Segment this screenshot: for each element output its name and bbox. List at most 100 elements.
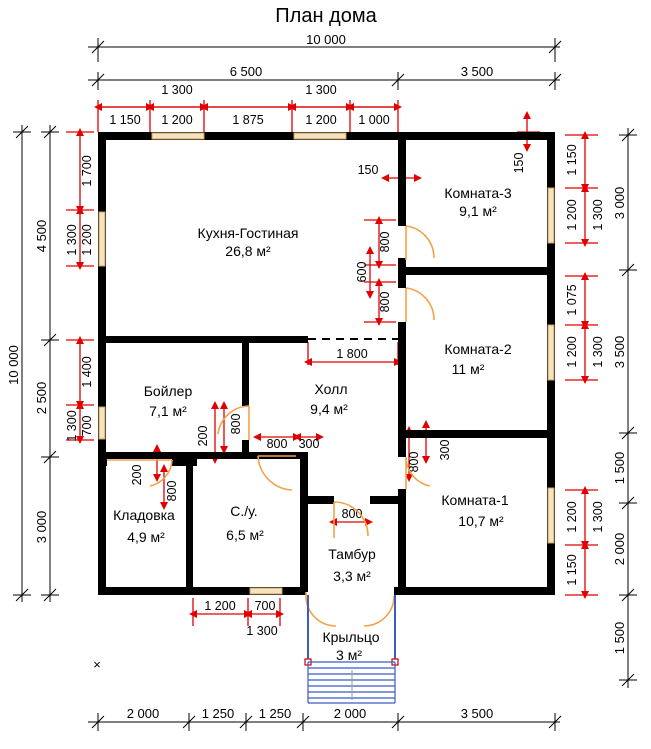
dim-right-1300: 1 300 xyxy=(591,199,605,230)
dim-wall-300-b: 300 xyxy=(438,440,452,461)
room-tambour-area: 3,3 м² xyxy=(333,568,371,584)
room-porch-area: 3 м² xyxy=(336,647,362,663)
dim-top-1200-a: 1 200 xyxy=(161,113,192,127)
dim-left-3: 3 000 xyxy=(34,511,49,544)
windows xyxy=(98,132,555,595)
door-entry-right xyxy=(363,595,395,627)
dim-opening-1800: 1 800 xyxy=(336,347,367,361)
room-labels: Кухня-Гостиная 26,8 м² Комната-3 9,1 м² … xyxy=(113,185,512,663)
room-1-area: 10,7 м² xyxy=(458,513,504,529)
room-porch-name: Крыльцо xyxy=(322,629,379,645)
window-room1 xyxy=(547,487,555,544)
dim-wall-150-b: 150 xyxy=(512,153,526,174)
room-3-area: 9,1 м² xyxy=(459,203,497,219)
door-room3 xyxy=(405,225,435,260)
room-tambour-name: Тамбур xyxy=(328,546,376,562)
room-2-area: 11 м² xyxy=(452,361,485,377)
dim-top-1300-b: 1 300 xyxy=(305,83,336,97)
dim-right-5: 1 500 xyxy=(612,622,627,655)
dim-top-1875: 1 875 xyxy=(232,113,263,127)
dim-width-left: 6 500 xyxy=(230,64,263,79)
room-storage-name: Кладовка xyxy=(113,507,175,523)
window-kitchen-top-1 xyxy=(151,132,205,140)
dim-wall-200-b: 200 xyxy=(130,465,144,486)
window-wc-bottom xyxy=(249,587,283,595)
dim-left-1400: 1 400 xyxy=(80,356,94,387)
dim-left-1: 4 500 xyxy=(34,220,49,253)
dim-right-1300-b: 1 300 xyxy=(591,336,605,367)
dim-bottom-1300: 1 300 xyxy=(246,624,277,638)
dim-bottom-1200: 1 200 xyxy=(204,599,235,613)
dim-door-800-a: 800 xyxy=(378,232,392,253)
door-entry-left xyxy=(305,592,337,627)
room-boiler-area: 7,1 м² xyxy=(149,403,187,419)
window-boiler-left xyxy=(98,406,106,440)
window-kitchen-top-2 xyxy=(293,132,347,140)
dim-right-2: 3 500 xyxy=(612,336,627,369)
dim-right-1200-c: 1 200 xyxy=(565,501,579,532)
red-dimensions: 1 150 1 300 1 200 1 875 1 300 1 200 1 00… xyxy=(65,83,605,638)
dim-bottom-1: 2 000 xyxy=(127,706,160,721)
dim-wall-200-a: 200 xyxy=(196,426,210,447)
dim-left-1700: 1 700 xyxy=(80,155,94,186)
dim-top-1200-b: 1 200 xyxy=(305,113,336,127)
dim-wall-600: 600 xyxy=(355,262,369,283)
dim-right-1300-c: 1 300 xyxy=(591,501,605,532)
dim-wall-300-a: 300 xyxy=(299,437,320,451)
door-boiler xyxy=(217,405,250,440)
dim-top-1300-a: 1 300 xyxy=(161,83,192,97)
room-boiler-name: Бойлер xyxy=(144,383,193,399)
doors xyxy=(107,225,435,627)
dim-total-height: 10 000 xyxy=(6,345,21,385)
dim-total-width: 10 000 xyxy=(306,32,346,47)
room-storage-area: 4,9 м² xyxy=(127,529,165,545)
door-room2 xyxy=(405,287,435,322)
dim-top-1150: 1 150 xyxy=(109,113,140,127)
dim-wall-150-a: 150 xyxy=(358,163,379,177)
dim-right-1150: 1 150 xyxy=(565,144,579,175)
dim-door-800-e: 800 xyxy=(229,414,243,435)
dim-right-3: 1 500 xyxy=(612,452,627,485)
room-hall-area: 9,4 м² xyxy=(310,401,348,417)
dim-bottom-700: 700 xyxy=(255,599,276,613)
dim-door-800-c: 800 xyxy=(407,452,421,473)
dim-left-2: 2 500 xyxy=(34,382,49,415)
room-2-name: Комната-2 xyxy=(444,341,511,357)
room-kitchen-area: 26,8 м² xyxy=(225,243,271,259)
dim-left-1300: 1 300 xyxy=(65,224,79,255)
dim-door-800-d: 800 xyxy=(267,437,288,451)
cross-mark: × xyxy=(93,657,101,672)
black-dimensions: 10 000 6 500 3 500 3 000 3 500 1 500 2 0… xyxy=(6,32,637,731)
dim-right-1075: 1 075 xyxy=(565,284,579,315)
porch xyxy=(304,595,399,704)
door-room1 xyxy=(405,456,431,489)
dim-right-1150-b: 1 150 xyxy=(565,554,579,585)
dim-right-1: 3 000 xyxy=(612,187,627,220)
room-hall-name: Холл xyxy=(315,381,348,397)
plan-title: План дома xyxy=(275,5,377,27)
dim-left-700: 700 xyxy=(80,416,94,437)
door-tambour xyxy=(333,501,369,538)
dim-left-1200: 1 200 xyxy=(80,224,94,255)
dim-door-800-b: 800 xyxy=(378,292,392,313)
dim-bottom-3: 1 250 xyxy=(259,706,292,721)
dim-right-4: 2 000 xyxy=(612,533,627,566)
dim-bottom-4: 2 000 xyxy=(334,706,367,721)
dim-left-1300-b: 1 300 xyxy=(65,410,79,441)
room-wc-area: 6,5 м² xyxy=(226,527,264,543)
dim-door-800-f: 800 xyxy=(165,481,179,502)
door-wc xyxy=(257,455,296,491)
dim-bottom-5: 3 500 xyxy=(461,706,494,721)
dim-width-right: 3 500 xyxy=(461,64,494,79)
dim-right-1200-b: 1 200 xyxy=(565,336,579,367)
window-room3 xyxy=(547,187,555,244)
room-1-name: Комната-1 xyxy=(441,492,508,508)
window-kitchen-left xyxy=(98,211,106,267)
room-3-name: Комната-3 xyxy=(444,185,511,201)
dim-bottom-2: 1 250 xyxy=(202,706,235,721)
room-wc-name: С./у. xyxy=(230,503,257,519)
dim-top-1000: 1 000 xyxy=(358,113,389,127)
dim-right-1200: 1 200 xyxy=(565,199,579,230)
door-storage xyxy=(107,459,173,487)
